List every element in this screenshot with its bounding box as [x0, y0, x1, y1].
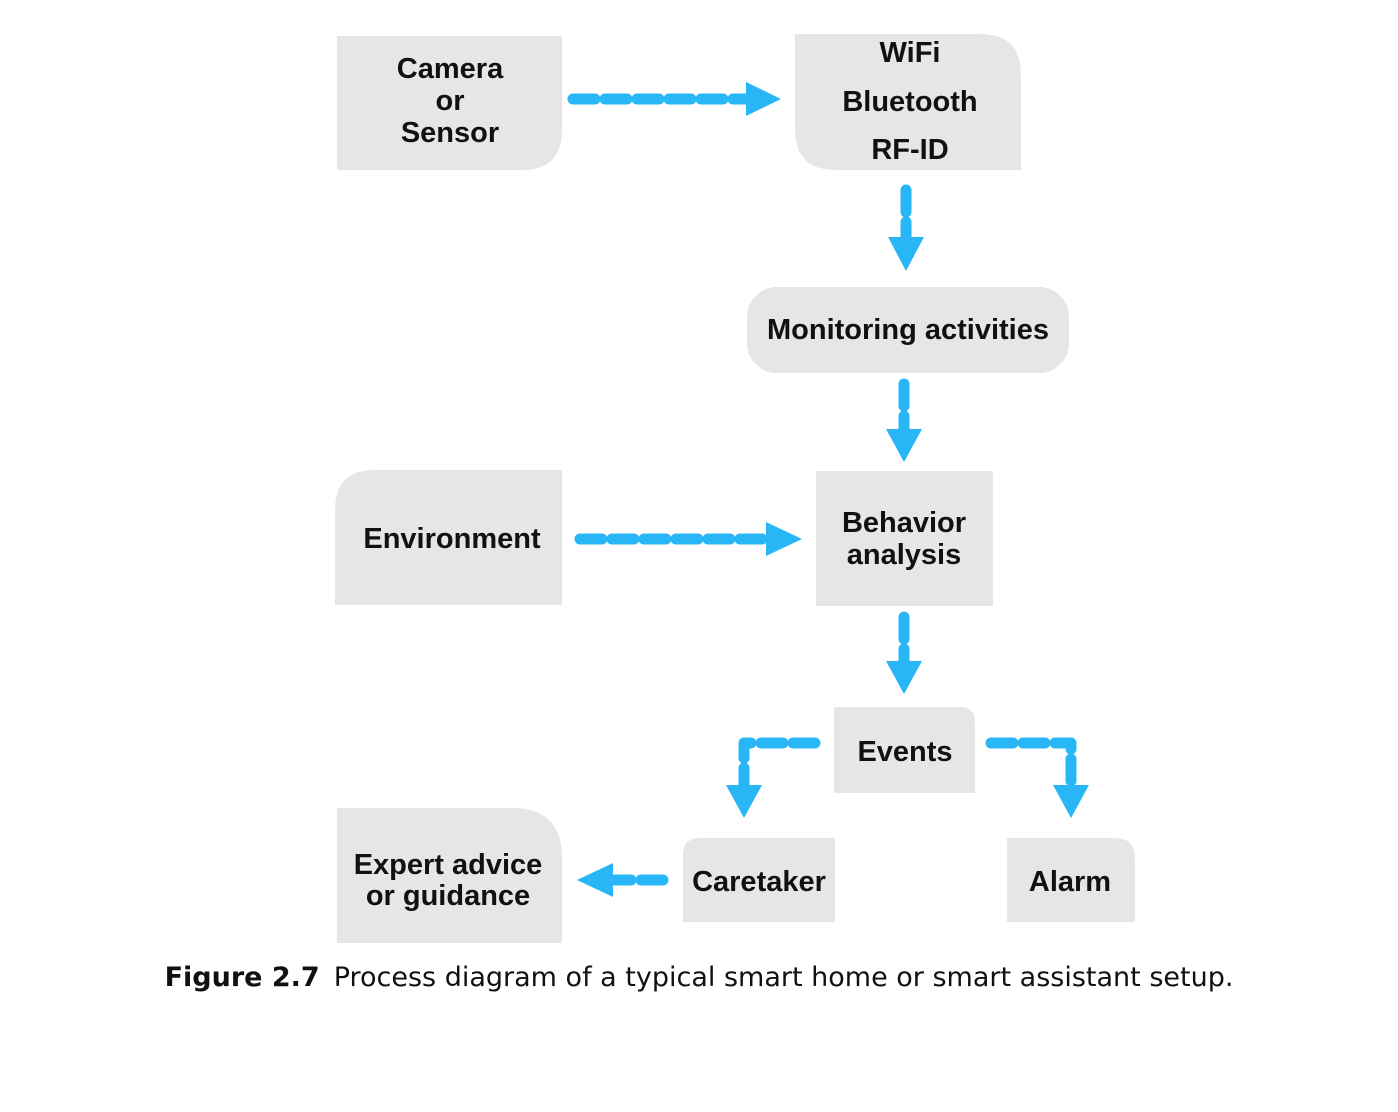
- node-monitoring-box: [747, 287, 1069, 373]
- connector-camera-to-wireless: [567, 82, 781, 116]
- arrowhead-down: [888, 237, 924, 271]
- connector-wireless-to-monitoring: [888, 184, 924, 271]
- arrowhead-down: [886, 661, 922, 694]
- node-caretaker: Caretaker: [683, 838, 835, 922]
- node-behavior-box: [816, 471, 993, 606]
- node-events-label: Events: [857, 736, 952, 768]
- node-events: Events: [834, 707, 975, 793]
- arrowhead-right: [766, 522, 802, 556]
- figure-caption-text: Process diagram of a typical smart home …: [333, 962, 1234, 993]
- connector-monitoring-to-behavior: [886, 378, 922, 462]
- node-camera-sensor-line-2: or: [436, 85, 465, 117]
- node-alarm: Alarm: [1007, 838, 1135, 922]
- node-environment-box: [335, 470, 562, 605]
- arrowhead-down: [1053, 785, 1089, 818]
- connector-events-to-alarm: [985, 737, 1089, 818]
- node-events-box: [834, 707, 975, 793]
- node-environment-label: Environment: [363, 523, 541, 555]
- node-expert-box: [337, 808, 562, 943]
- node-wireless-line-3: RF-ID: [871, 134, 948, 166]
- process-diagram: Camera or Sensor WiFi Bluetooth RF-ID Mo…: [335, 34, 1135, 943]
- connector-behavior-to-events: [886, 611, 922, 694]
- arrowhead-right: [746, 82, 781, 116]
- figure-caption: Figure 2.7 Process diagram of a typical s…: [0, 962, 1398, 993]
- node-monitoring-label: Monitoring activities: [767, 314, 1049, 346]
- arrowhead-left: [577, 863, 613, 897]
- node-behavior: Behavior analysis: [816, 471, 993, 606]
- node-environment: Environment: [335, 470, 562, 605]
- node-wireless-line-2: Bluetooth: [842, 86, 977, 118]
- node-expert: Expert advice or guidance: [337, 808, 562, 943]
- node-alarm-label: Alarm: [1029, 866, 1111, 898]
- arrowhead-down: [886, 429, 922, 462]
- arrowhead-down: [726, 785, 762, 818]
- node-monitoring: Monitoring activities: [747, 287, 1069, 373]
- node-camera-sensor-line-3: Sensor: [401, 117, 499, 149]
- node-expert-line-2: or guidance: [366, 880, 530, 912]
- node-camera-sensor: Camera or Sensor: [337, 36, 562, 170]
- node-alarm-box: [1007, 838, 1135, 922]
- connector-events-to-caretaker: [726, 737, 821, 818]
- node-camera-sensor-box: [337, 36, 562, 170]
- node-wireless-line-1: WiFi: [880, 37, 941, 69]
- node-wireless-box: [795, 34, 1021, 170]
- connector-environment-to-behavior: [574, 522, 802, 556]
- figure-label: Figure 2.7: [164, 962, 320, 993]
- node-behavior-line-2: analysis: [847, 539, 961, 571]
- node-behavior-line-1: Behavior: [842, 507, 966, 539]
- node-expert-line-1: Expert advice: [354, 849, 543, 881]
- node-caretaker-box: [683, 838, 835, 922]
- connector-caretaker-to-expert: [577, 863, 669, 897]
- node-wireless: WiFi Bluetooth RF-ID: [795, 34, 1021, 170]
- node-camera-sensor-line-1: Camera: [397, 53, 504, 85]
- node-caretaker-label: Caretaker: [692, 866, 826, 898]
